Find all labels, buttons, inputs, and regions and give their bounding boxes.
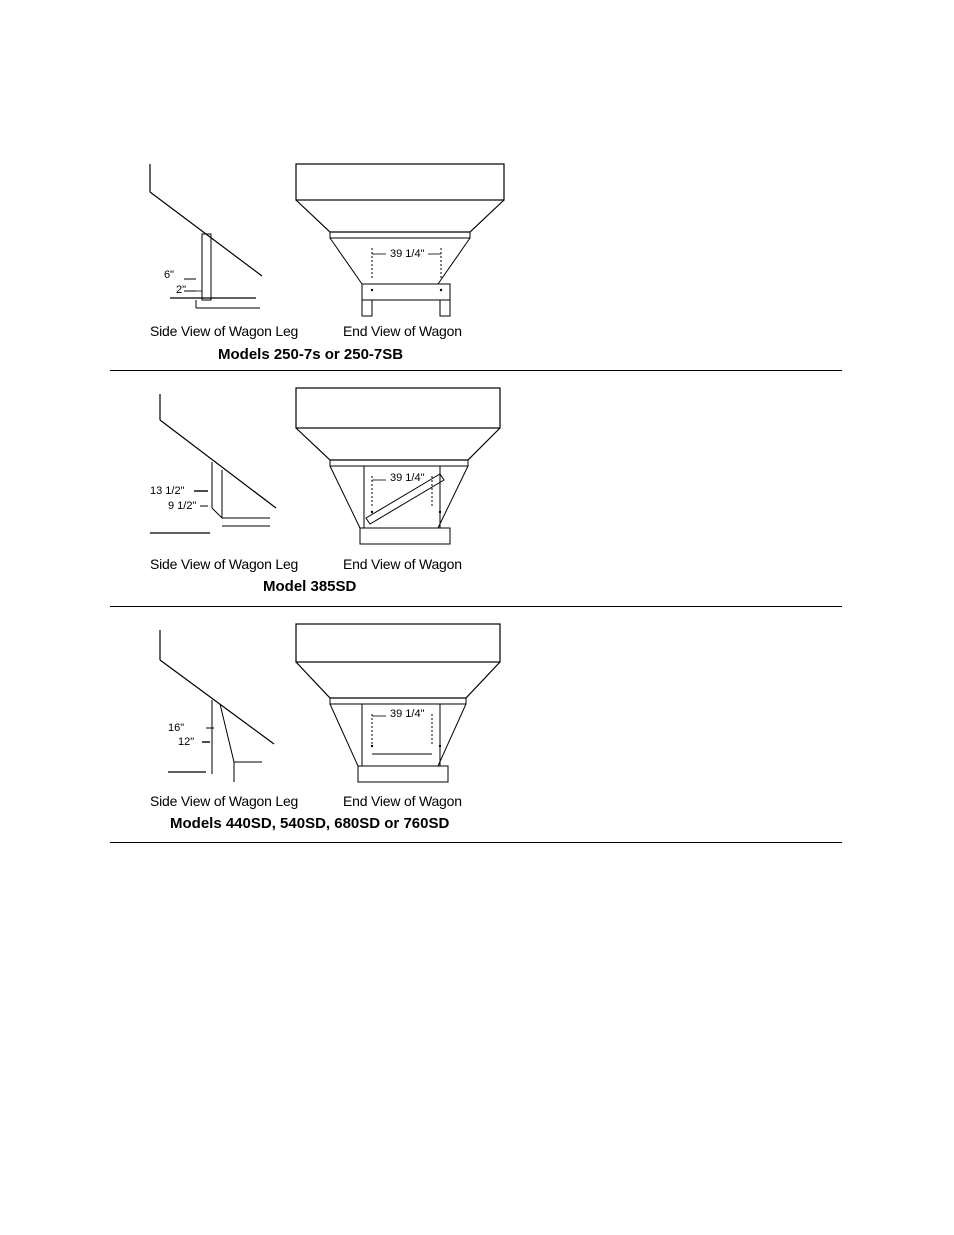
dim-upper-label: 16"	[168, 722, 184, 734]
side-view-caption: Side View of Wagon Leg	[150, 556, 298, 572]
panel-models-250: 6" 2" 39 1/4" Side View of Wagon Leg End…	[110, 150, 842, 370]
dim-upper-label: 6"	[164, 269, 174, 281]
width-dim-label: 39 1/4"	[390, 708, 425, 720]
panel-models-440-760: 16" 12" 39 1/4" Side View of Wagon Leg E…	[110, 616, 842, 842]
width-dim-label: 39 1/4"	[390, 472, 425, 484]
end-view-wagon-diagram	[290, 380, 530, 550]
end-view-wagon-diagram	[290, 616, 530, 786]
end-view-caption: End View of Wagon	[343, 793, 462, 809]
models-title: Model 385SD	[263, 578, 356, 595]
dim-upper-label: 13 1/2"	[150, 485, 185, 497]
separator-line	[110, 606, 842, 607]
end-view-caption: End View of Wagon	[343, 323, 462, 339]
dim-lower-label: 9 1/2"	[168, 500, 196, 512]
models-title: Models 440SD, 540SD, 680SD or 760SD	[170, 815, 449, 832]
separator-line	[110, 842, 842, 843]
separator-line	[110, 370, 842, 371]
side-view-caption: Side View of Wagon Leg	[150, 793, 298, 809]
panel-model-385sd: 13 1/2" 9 1/2" 39 1/4" Side View of Wago…	[110, 380, 842, 606]
side-view-caption: Side View of Wagon Leg	[150, 323, 298, 339]
side-view-leg-diagram	[110, 616, 310, 786]
dim-lower-label: 2"	[176, 284, 186, 296]
dim-lower-label: 12"	[178, 736, 194, 748]
side-view-leg-diagram	[110, 150, 310, 320]
width-dim-label: 39 1/4"	[390, 248, 425, 260]
models-title: Models 250-7s or 250-7SB	[218, 346, 403, 363]
side-view-leg-diagram	[110, 380, 310, 550]
end-view-caption: End View of Wagon	[343, 556, 462, 572]
end-view-wagon-diagram	[290, 150, 530, 320]
